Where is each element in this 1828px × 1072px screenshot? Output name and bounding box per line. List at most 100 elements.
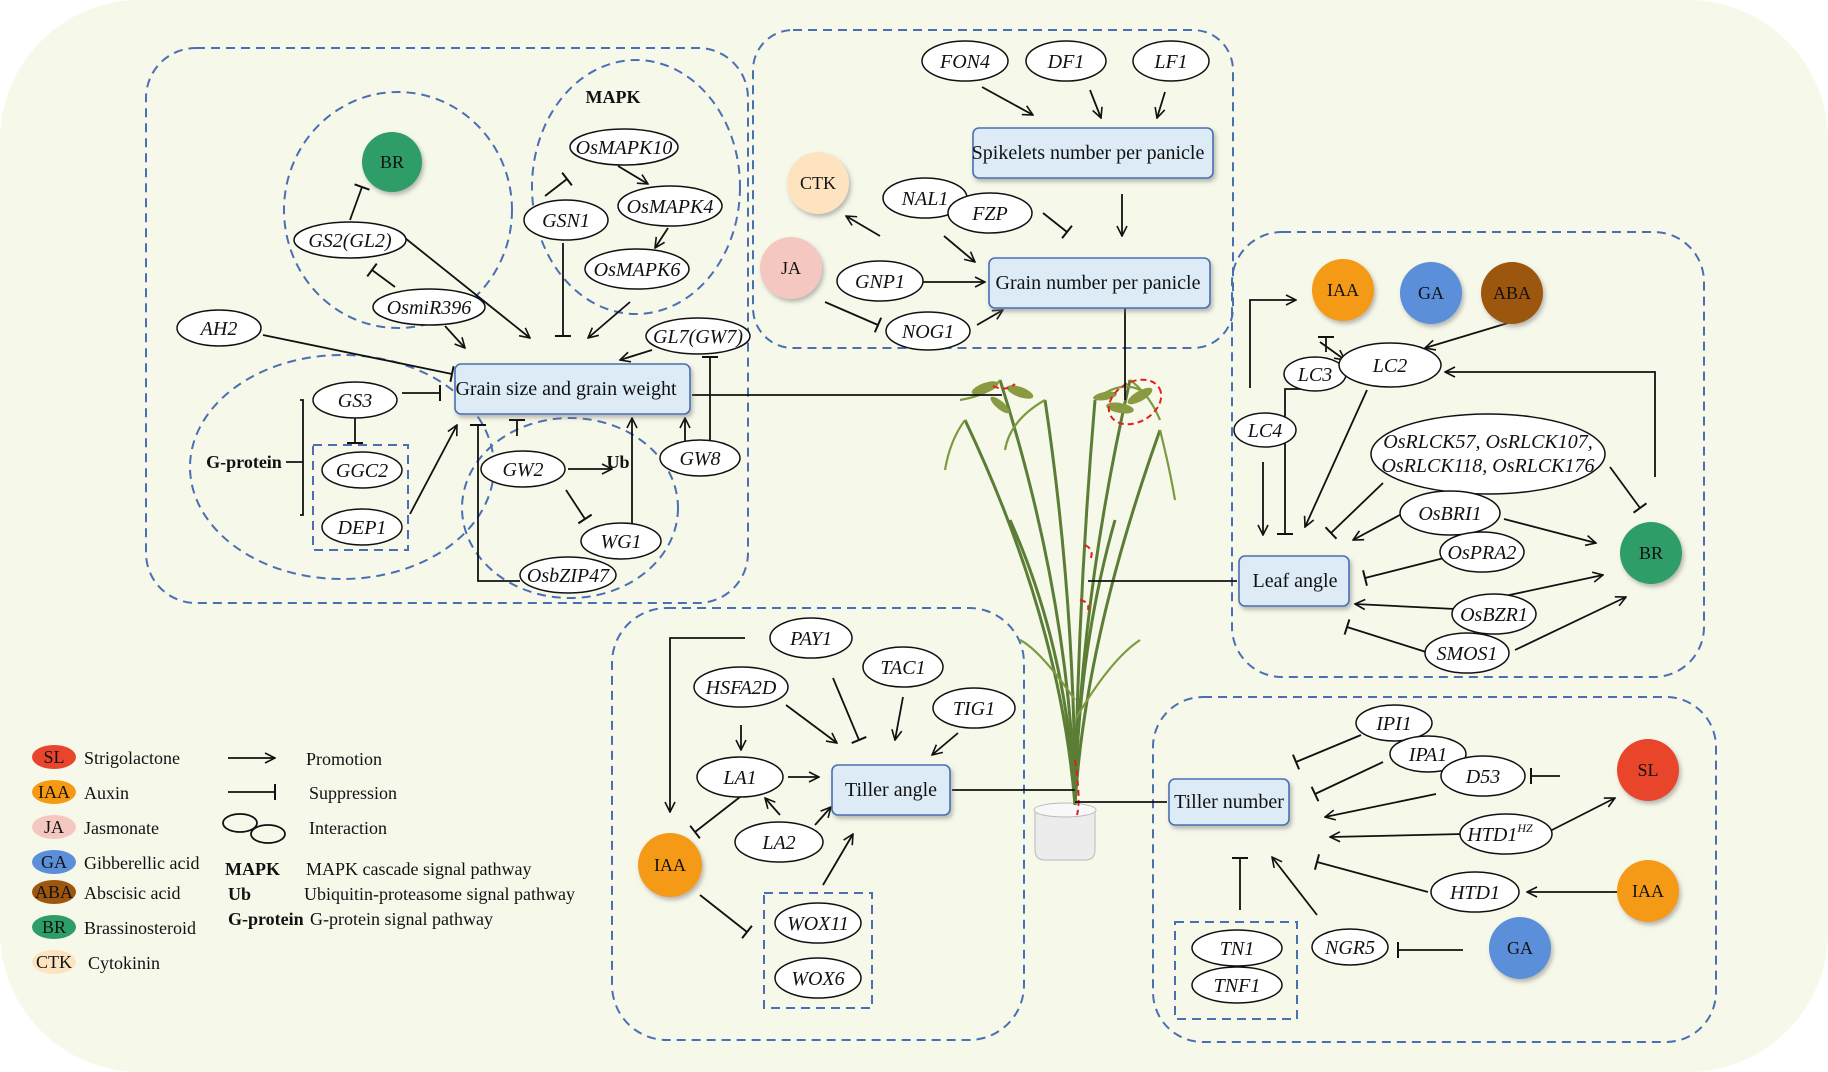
legend-mapk-desc: MAPK cascade signal pathway bbox=[306, 859, 531, 879]
legend-gprotein-desc: G-protein signal pathway bbox=[310, 909, 493, 929]
hormone-sl: SL bbox=[1617, 739, 1679, 801]
gene-pay1: PAY1 bbox=[769, 617, 853, 659]
hormone-nodes: BR CTK JA IAA GA ABA BR IAA SL IAA GA bbox=[362, 132, 1682, 979]
gene-wg1: WG1 bbox=[580, 522, 662, 560]
svg-text:TAC1: TAC1 bbox=[880, 657, 925, 679]
gene-osmapk10: OsMAPK10 bbox=[569, 128, 679, 166]
svg-text:GA: GA bbox=[41, 852, 67, 872]
box-tiller-angle: Tiller angle bbox=[831, 764, 951, 816]
hormone-iaa-leaf: IAA bbox=[1312, 259, 1374, 321]
legend-suppression: Suppression bbox=[309, 783, 397, 803]
label-ub: Ub bbox=[606, 452, 629, 472]
svg-text:LA2: LA2 bbox=[761, 832, 795, 854]
legend-interaction: Interaction bbox=[309, 818, 387, 838]
region-grain-number bbox=[752, 29, 1234, 349]
svg-text:LC3: LC3 bbox=[1297, 364, 1332, 386]
svg-text:DF1: DF1 bbox=[1047, 51, 1085, 73]
svg-text:GNP1: GNP1 bbox=[855, 271, 905, 293]
svg-text:TN1: TN1 bbox=[1220, 938, 1254, 960]
gene-nodes: GS2(GL2) OsmiR396 OsMAPK10 GSN1 OsMAPK4 … bbox=[176, 40, 1606, 1004]
svg-text:OsBRI1: OsBRI1 bbox=[1418, 503, 1481, 525]
box-tiller-number: Tiller number bbox=[1168, 778, 1290, 826]
hormone-br-leaf: BR bbox=[1620, 522, 1682, 584]
gene-fon4: FON4 bbox=[921, 40, 1009, 82]
svg-text:IAA: IAA bbox=[654, 855, 686, 875]
hormone-ja: JA bbox=[760, 237, 822, 299]
region-tiller-angle bbox=[611, 607, 1025, 1041]
box-grain-number-label: Grain number per panicle bbox=[996, 272, 1201, 294]
connector-lines bbox=[692, 308, 1237, 803]
gene-tnf1: TNF1 bbox=[1191, 966, 1283, 1004]
hormone-aba: ABA bbox=[1481, 262, 1543, 324]
region-leaf-angle bbox=[1231, 231, 1705, 678]
box-leaf-angle-label: Leaf angle bbox=[1253, 570, 1338, 592]
svg-text:IPA1: IPA1 bbox=[1408, 744, 1448, 766]
gene-lc2: LC2 bbox=[1338, 342, 1442, 388]
svg-text:LC2: LC2 bbox=[1372, 355, 1407, 377]
svg-text:NGR5: NGR5 bbox=[1324, 937, 1375, 959]
box-spikelets-number: Spikelets number per panicle bbox=[972, 127, 1214, 179]
gene-osrlck-group: OsRLCK57, OsRLCK107, OsRLCK118, OsRLCK17… bbox=[1370, 413, 1606, 495]
svg-text:TIG1: TIG1 bbox=[953, 698, 995, 720]
gene-la2: LA2 bbox=[734, 821, 824, 863]
svg-text:GSN1: GSN1 bbox=[542, 210, 590, 232]
box-grain-number: Grain number per panicle bbox=[988, 257, 1211, 309]
gene-hsfa2d: HSFA2D bbox=[693, 666, 789, 708]
gene-osbzr1: OsBZR1 bbox=[1451, 593, 1537, 635]
box-grain-size-weight-label: Grain size and grain weight bbox=[455, 378, 676, 400]
svg-text:ABA: ABA bbox=[1493, 283, 1531, 303]
regulatory-arrows bbox=[262, 86, 1656, 958]
gene-wox6: WOX6 bbox=[774, 957, 862, 999]
svg-text:HTD1: HTD1 bbox=[1449, 882, 1500, 904]
hormone-ga-tiller-number: GA bbox=[1489, 917, 1551, 979]
gene-gs3: GS3 bbox=[312, 381, 398, 419]
label-mapk: MAPK bbox=[586, 87, 641, 107]
gene-gw8: GW8 bbox=[659, 439, 741, 477]
gene-lc3: LC3 bbox=[1283, 356, 1347, 392]
gene-ggc2: GGC2 bbox=[321, 451, 403, 489]
svg-text:CTK: CTK bbox=[36, 952, 72, 972]
svg-text:Abscisic acid: Abscisic acid bbox=[84, 883, 180, 903]
gene-osmapk6: OsMAPK6 bbox=[584, 248, 690, 290]
svg-text:FON4: FON4 bbox=[939, 51, 990, 73]
svg-text:BR: BR bbox=[1639, 543, 1663, 563]
gene-ah2: AH2 bbox=[176, 309, 262, 347]
svg-text:GA: GA bbox=[1418, 283, 1444, 303]
gene-d53: D53 bbox=[1440, 755, 1526, 797]
svg-text:IAA: IAA bbox=[1632, 881, 1664, 901]
gene-ngr5: NGR5 bbox=[1311, 928, 1389, 966]
gene-fzp: FZP bbox=[947, 192, 1033, 234]
gene-smos1: SMOS1 bbox=[1424, 632, 1510, 674]
gene-gsn1: GSN1 bbox=[523, 199, 609, 241]
legend-promotion: Promotion bbox=[306, 749, 382, 769]
svg-text:JA: JA bbox=[781, 258, 801, 278]
gene-gs2: GS2(GL2) bbox=[293, 221, 407, 259]
gene-lf1: LF1 bbox=[1132, 40, 1210, 82]
svg-text:GL7(GW7): GL7(GW7) bbox=[653, 326, 743, 348]
svg-text:D53: D53 bbox=[1465, 766, 1500, 788]
svg-text:NAL1: NAL1 bbox=[901, 188, 949, 210]
svg-text:LA1: LA1 bbox=[722, 767, 756, 789]
pathway-labels: MAPK G-protein Ub bbox=[206, 87, 640, 472]
svg-text:Jasmonate: Jasmonate bbox=[84, 818, 159, 838]
svg-text:LF1: LF1 bbox=[1153, 51, 1187, 73]
svg-text:DEP1: DEP1 bbox=[337, 517, 387, 539]
hormone-ga-leaf: GA bbox=[1400, 262, 1462, 324]
box-tiller-number-label: Tiller number bbox=[1174, 791, 1284, 813]
svg-text:GGC2: GGC2 bbox=[336, 460, 388, 482]
svg-text:HSFA2D: HSFA2D bbox=[705, 677, 777, 699]
hormone-br-grain: BR bbox=[362, 132, 422, 192]
gene-la1: LA1 bbox=[696, 756, 784, 798]
svg-text:IAA: IAA bbox=[38, 782, 70, 802]
legend-ub-abbr: Ub bbox=[228, 884, 251, 904]
svg-text:OsbZIP47: OsbZIP47 bbox=[527, 565, 610, 587]
box-ggc2-dep1 bbox=[312, 444, 409, 551]
svg-text:Gibberellic acid: Gibberellic acid bbox=[84, 853, 199, 873]
gene-df1: DF1 bbox=[1025, 40, 1107, 82]
svg-text:FZP: FZP bbox=[971, 203, 1008, 225]
svg-text:WOX6: WOX6 bbox=[791, 968, 844, 990]
